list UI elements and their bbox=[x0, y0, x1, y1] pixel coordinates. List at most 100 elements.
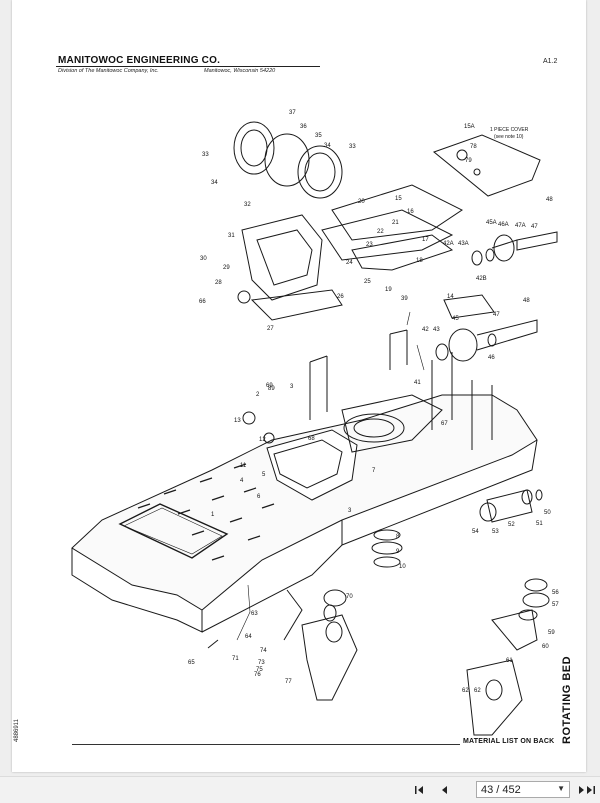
callout: 37 bbox=[289, 110, 296, 116]
callout: 16 bbox=[407, 209, 414, 215]
callout: 28 bbox=[215, 280, 222, 286]
callout: 62 bbox=[462, 688, 469, 694]
callout: 3 bbox=[290, 384, 294, 390]
first-page-icon bbox=[415, 786, 423, 794]
callout: 11 bbox=[240, 463, 247, 469]
callout: 67 bbox=[441, 421, 448, 427]
parts-diagram: 37 36 35 34 33 33 34 15A 78 79 15 16 20 … bbox=[71, 110, 559, 736]
callout: 77 bbox=[285, 679, 292, 685]
previous-page-button[interactable] bbox=[436, 782, 452, 798]
callout: 36 bbox=[300, 124, 307, 130]
callout: 9 bbox=[396, 549, 400, 555]
callout: 39 bbox=[401, 296, 408, 302]
callout: 56 bbox=[552, 590, 559, 596]
callout: 54 bbox=[472, 529, 479, 535]
callout: 19 bbox=[385, 287, 392, 293]
callout: 78 bbox=[470, 144, 477, 150]
callout: 45A bbox=[486, 220, 497, 226]
drawing-number: 4886911 bbox=[14, 719, 20, 742]
callout: 57 bbox=[552, 602, 559, 608]
callout: 69 bbox=[266, 383, 273, 389]
page-number-select[interactable]: 43 / 452 ▼ bbox=[476, 781, 570, 798]
callout: 5 bbox=[262, 472, 266, 478]
callout: 61 bbox=[506, 658, 513, 664]
document-viewer[interactable]: MANITOWOC ENGINEERING CO. Division of Th… bbox=[0, 0, 600, 776]
callout: 33 bbox=[202, 152, 209, 158]
callout: 66 bbox=[199, 299, 206, 305]
callout: 74 bbox=[260, 648, 267, 654]
callout: 21 bbox=[392, 220, 399, 226]
callout: 33 bbox=[349, 144, 356, 150]
callout: 71 bbox=[232, 656, 239, 662]
callout: 26 bbox=[337, 294, 344, 300]
callout: 73 bbox=[258, 660, 265, 666]
callout: 10 bbox=[399, 564, 406, 570]
first-page-button[interactable] bbox=[412, 782, 428, 798]
callout: 2 bbox=[256, 392, 260, 398]
callout: 24 bbox=[346, 260, 353, 266]
callout: 64 bbox=[245, 634, 252, 640]
document-page: MANITOWOC ENGINEERING CO. Division of Th… bbox=[12, 0, 586, 772]
callout: 53 bbox=[492, 529, 499, 535]
next-page-button[interactable] bbox=[574, 782, 590, 798]
callout: 35 bbox=[315, 133, 322, 139]
callout: 52 bbox=[508, 522, 515, 528]
callout: 45 bbox=[452, 316, 459, 322]
callout: 8 bbox=[396, 534, 400, 540]
callout: 14 bbox=[447, 294, 454, 300]
callout: 3 bbox=[348, 508, 352, 514]
callout: 76 bbox=[254, 672, 261, 678]
callout: 43A bbox=[458, 241, 469, 247]
callout: 48 bbox=[523, 298, 530, 304]
callout: 25 bbox=[364, 279, 371, 285]
callout: 79 bbox=[465, 158, 472, 164]
callout: 4 bbox=[240, 478, 244, 484]
callout: 59 bbox=[548, 630, 555, 636]
callout: 63 bbox=[251, 611, 258, 617]
material-list-note: MATERIAL LIST ON BACK bbox=[463, 738, 555, 745]
chevron-down-icon: ▼ bbox=[557, 784, 565, 793]
callout: 50 bbox=[544, 510, 551, 516]
section-title: ROTATING BED bbox=[561, 655, 573, 744]
page-number-value: 43 / 452 bbox=[481, 783, 521, 796]
callout: 6 bbox=[257, 494, 261, 500]
callout: 46 bbox=[488, 355, 495, 361]
previous-page-icon bbox=[442, 786, 447, 794]
callout: 22 bbox=[377, 229, 384, 235]
callout: 46A bbox=[498, 222, 509, 228]
page-code: A1.2 bbox=[543, 58, 558, 65]
callout: 7 bbox=[372, 468, 376, 474]
callout: 32 bbox=[244, 202, 251, 208]
callout: 17 bbox=[422, 237, 429, 243]
callout: 65 bbox=[188, 660, 195, 666]
part-callouts: 37 36 35 34 33 33 34 15A 78 79 15 16 20 … bbox=[188, 110, 559, 694]
callout: 42A bbox=[443, 241, 454, 247]
callout: 47 bbox=[493, 312, 500, 318]
callout: 31 bbox=[228, 233, 235, 239]
callout: 51 bbox=[536, 521, 543, 527]
callout: 12 bbox=[259, 437, 266, 443]
cover-note: 1 PIECE COVER (see note 10) bbox=[490, 127, 529, 140]
company-name: MANITOWOC ENGINEERING CO. bbox=[58, 55, 221, 66]
callout: 68 bbox=[308, 436, 315, 442]
last-page-icon bbox=[587, 786, 595, 794]
company-division: Division of The Manitowoc Company, Inc. bbox=[58, 68, 159, 74]
callout: 13 bbox=[234, 418, 241, 424]
callout: 70 bbox=[346, 594, 353, 600]
callout: 89 bbox=[268, 386, 275, 392]
header-rule bbox=[56, 66, 320, 67]
callout: 30 bbox=[200, 256, 207, 262]
callout: 47A bbox=[515, 223, 526, 229]
callout: 34 bbox=[324, 143, 331, 149]
callout: 42 bbox=[422, 327, 429, 333]
last-page-button[interactable] bbox=[584, 782, 598, 798]
callout: 1 bbox=[211, 512, 215, 518]
callout: 15 bbox=[395, 196, 402, 202]
callout: 42B bbox=[476, 276, 487, 282]
company-location: Manitowoc, Wisconsin 54220 bbox=[204, 68, 276, 74]
callout: 27 bbox=[267, 326, 274, 332]
viewer-toolbar: 43 / 452 ▼ bbox=[0, 776, 600, 803]
callout: 60 bbox=[542, 644, 549, 650]
callout: 29 bbox=[223, 265, 230, 271]
callout: 15A bbox=[464, 124, 475, 130]
